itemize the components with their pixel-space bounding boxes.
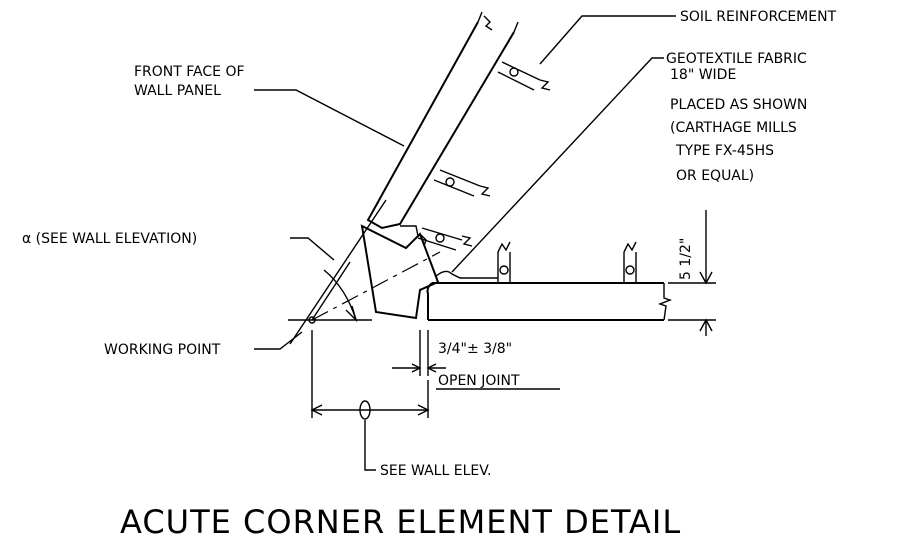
connector-right [623,241,637,283]
svg-text:WALL PANEL: WALL PANEL [134,83,221,99]
joint-dimension-label: 3/4"± 3/8" [438,341,512,357]
svg-text:GEOTEXTILE FABRIC: GEOTEXTILE FABRIC [666,51,807,67]
reinforcement-connectors-horizontal [497,241,637,283]
theta-symbol [359,400,371,420]
see-wall-elev-label: SEE WALL ELEV. [380,463,491,479]
connector-left [497,241,511,283]
height-dimension-label: 5 1/2" [678,238,694,280]
svg-text:OR EQUAL): OR EQUAL) [676,168,754,184]
connector-lower [417,227,473,251]
leader-lines [254,15,676,350]
height-dimension [668,210,716,336]
bottom-dimension [310,330,430,471]
svg-text:PLACED AS SHOWN: PLACED AS SHOWN [670,97,807,113]
open-joint-dimension [392,330,446,376]
inclined-wall-panel [366,11,519,230]
working-point-marker [308,316,316,324]
soil-reinforcement-label: SOIL REINFORCEMENT [680,9,837,25]
svg-text:(CARTHAGE MILLS: (CARTHAGE MILLS [670,120,797,136]
connector-middle [433,169,491,197]
reinforcement-connectors-inclined [417,61,551,251]
alpha-label: α (SEE WALL ELEVATION) [22,231,197,247]
svg-text:FRONT FACE OF: FRONT FACE OF [134,64,245,80]
connector-upper [497,61,551,91]
svg-text:18" WIDE: 18" WIDE [670,67,736,83]
svg-text:TYPE FX-45HS: TYPE FX-45HS [675,143,774,159]
drawing-title: ACUTE CORNER ELEMENT DETAIL [120,503,681,541]
geotextile-label: GEOTEXTILE FABRIC 18" WIDE PLACED AS SHO… [666,51,807,184]
front-face-label: FRONT FACE OF WALL PANEL [134,64,245,99]
corner-element [360,224,440,320]
geotextile-fabric-line [435,270,498,279]
open-joint-label: OPEN JOINT [438,373,520,389]
working-point-label: WORKING POINT [104,342,221,358]
horizontal-wall-panel [426,282,673,321]
working-point-geometry [288,199,441,345]
